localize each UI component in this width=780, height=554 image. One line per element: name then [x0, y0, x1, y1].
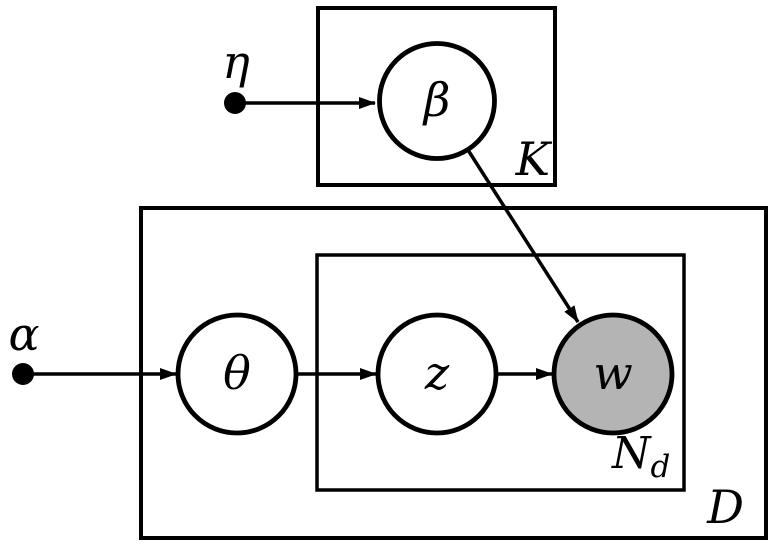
label-beta: β — [422, 73, 451, 127]
plate-K — [316, 6, 557, 187]
node-w-circle — [551, 312, 675, 436]
edge-beta-w — [466, 149, 580, 323]
label-alpha: α — [8, 307, 39, 361]
node-alpha-dot — [12, 363, 34, 385]
label-plate-D: D — [706, 480, 744, 534]
node-z-circle — [375, 312, 499, 436]
label-plate-Nd-sub: d — [651, 449, 671, 485]
node-eta-dot — [224, 92, 246, 114]
node-theta-circle — [175, 312, 299, 436]
node-beta-circle — [377, 41, 497, 161]
label-z: z — [424, 346, 450, 400]
label-plate-Nd: Nd — [611, 428, 670, 485]
label-plate-K: K — [515, 132, 553, 186]
label-w: w — [593, 346, 632, 400]
label-plate-Nd-main: N — [611, 428, 652, 479]
label-eta: η — [222, 35, 250, 89]
label-theta: θ — [223, 346, 251, 400]
